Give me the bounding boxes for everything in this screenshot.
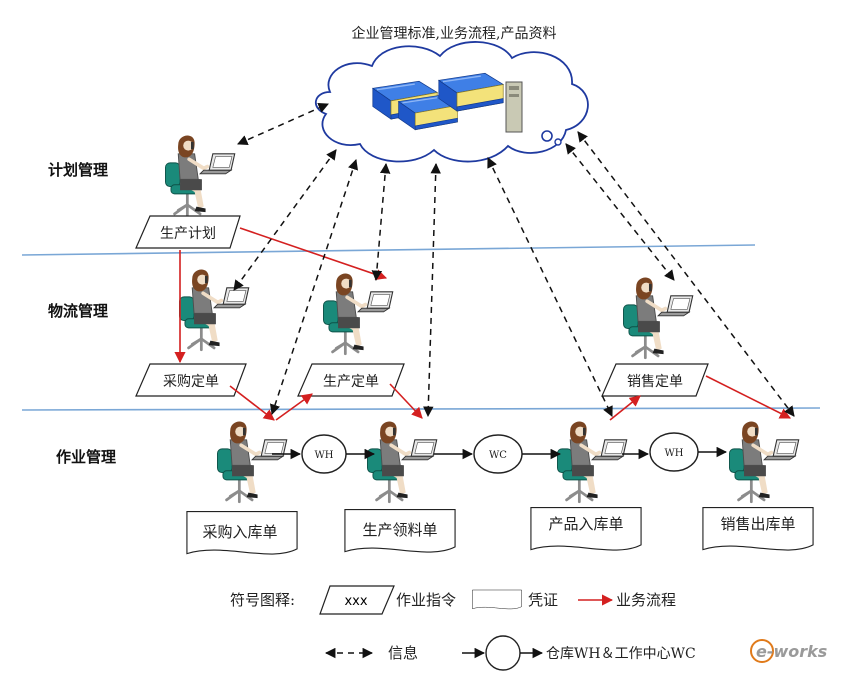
voucher-label: 销售出库单 [720,515,795,533]
voucher-product-receipt: 产品入库单 [530,506,642,551]
lane-divider [21,244,756,256]
node-label: WH [665,448,684,459]
instruction-production-plan: 生产计划 [135,215,241,249]
legend-instruction-shape [319,585,395,615]
server-icon [505,81,523,133]
instruction-label: 销售定单 [627,374,683,390]
node-work-center: WC [473,434,523,474]
legend-voucher-shape [472,589,522,610]
lane-label-logistics: 物流管理 [48,302,108,320]
lane-divider [21,407,821,411]
voucher-label: 产品入库单 [548,515,623,533]
legend-info-label: 信息 [388,644,418,662]
node-label: WC [489,450,507,461]
node-warehouse-1: WH [301,434,347,474]
material-flow-arrows [272,446,728,460]
knowledge-cloud [315,41,589,163]
instruction-label: 生产计划 [160,226,216,242]
legend-instruction-sample: xxx [344,594,367,609]
instruction-label: 采购定单 [163,374,219,390]
information-flow-arrows [233,103,795,418]
warehouse-clerk-person-icon [215,419,289,504]
planner-person-icon [163,133,237,218]
shipping-clerk-person-icon [727,419,801,504]
watermark-text: e-works [756,642,827,661]
voucher-sales-delivery: 销售出库单 [702,506,814,551]
lane-label-operation: 作业管理 [56,448,116,466]
eworks-logo: e-works [750,639,827,663]
business-flow-arrows [174,227,792,421]
node-warehouse-2: WH [649,432,699,472]
legend-voucher-label: 凭证 [528,591,558,609]
product-clerk-person-icon [555,419,629,504]
voucher-label: 生产领料单 [362,521,437,539]
sales-person-icon [621,275,695,360]
legend-flow-label: 业务流程 [616,591,676,609]
instruction-sales-order: 销售定单 [601,363,709,397]
instruction-production-order: 生产定单 [297,363,405,397]
buyer-person-icon [177,267,251,352]
legend-node-shape [485,635,521,671]
voucher-material-requisition: 生产领料单 [344,508,456,553]
legend-node-label: 仓库WH＆工作中心WC [546,646,696,662]
legend-title: 符号图释: [230,591,295,609]
material-clerk-person-icon [365,419,439,504]
production-planner-person-icon [321,271,395,356]
voucher-label: 采购入库单 [202,523,277,541]
instruction-label: 生产定单 [323,374,379,390]
voucher-purchase-receipt: 采购入库单 [186,510,298,555]
legend: 符号图释: xxx 作业指令 凭证 业务流程 信息 仓库WH＆工作中心WC [230,585,696,671]
instruction-purchase-order: 采购定单 [135,363,247,397]
diagram-title: 企业管理标准,业务流程,产品资料 [352,25,557,42]
lane-label-plan: 计划管理 [48,161,108,179]
legend-instruction-label: 作业指令 [396,591,456,609]
node-label: WH [315,450,334,461]
